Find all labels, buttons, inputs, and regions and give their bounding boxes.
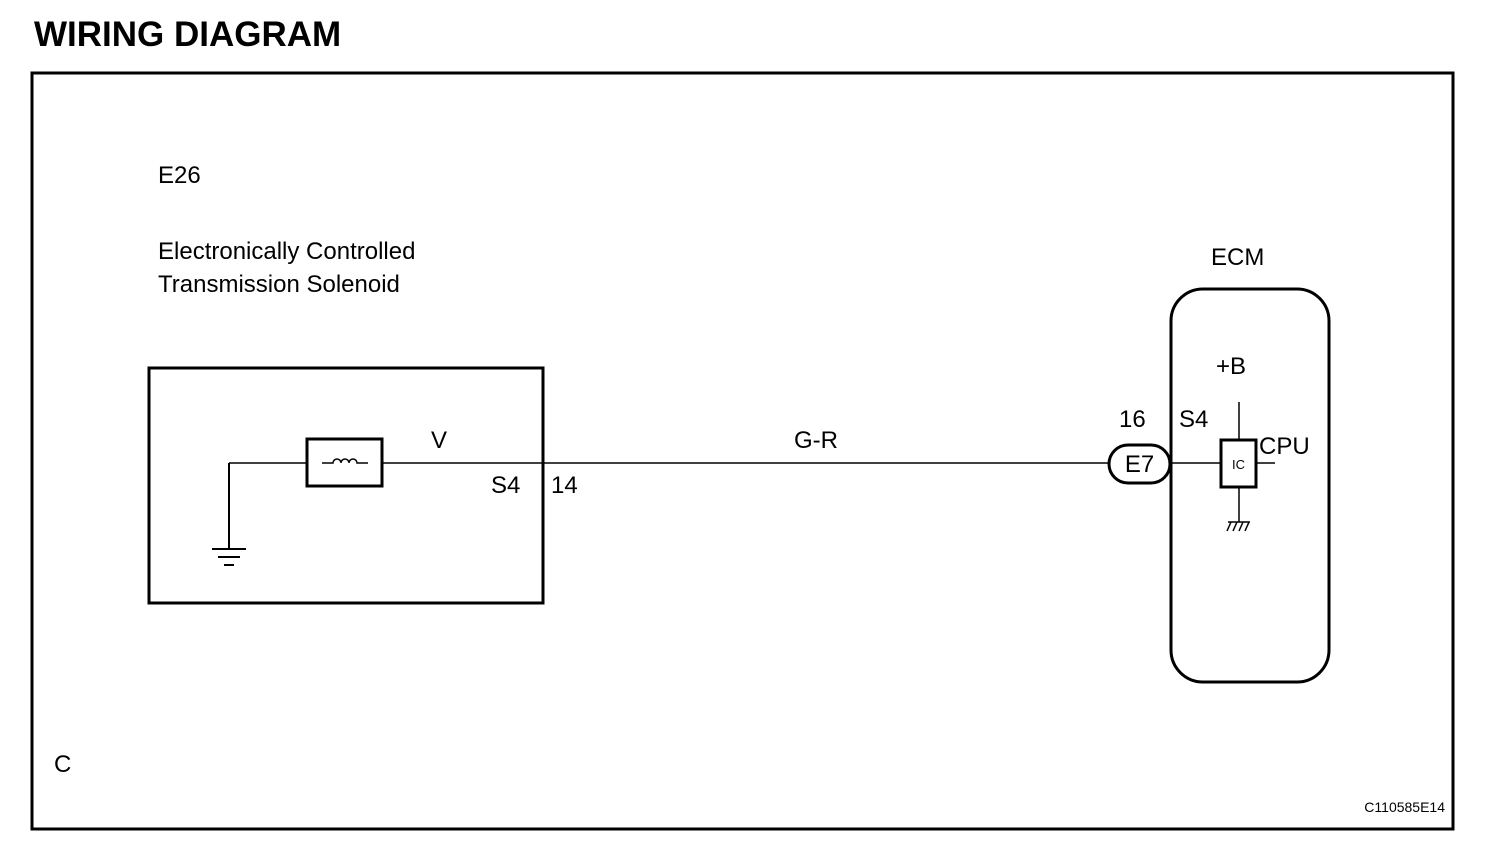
ic-label: IC xyxy=(1232,457,1245,472)
solenoid-coil-icon xyxy=(305,437,384,488)
ecm-box xyxy=(1169,287,1331,684)
solenoid-terminal-number: 14 xyxy=(551,472,578,499)
solenoid-name-line1: Electronically Controlled xyxy=(158,238,415,265)
figure-code: C110585E14 xyxy=(1364,799,1445,815)
wire-color-internal: V xyxy=(431,427,447,454)
cpu-label: CPU xyxy=(1259,433,1310,460)
ecm-label: ECM xyxy=(1211,244,1264,271)
harness-wire-color: G-R xyxy=(794,427,838,454)
ground-icon xyxy=(212,463,246,566)
ecm-connector-id: E7 xyxy=(1125,451,1154,478)
chassis-ground-icon xyxy=(1226,521,1250,532)
section-letter: C xyxy=(54,751,71,778)
diagram-frame xyxy=(30,71,1455,831)
ecm-terminal-number: 16 xyxy=(1119,406,1146,433)
power-label: +B xyxy=(1216,353,1246,380)
ic-chip-icon: IC xyxy=(1219,438,1258,489)
solenoid-connector-id: E26 xyxy=(158,162,201,189)
diagram-title: WIRING DIAGRAM xyxy=(34,15,341,54)
solenoid-box xyxy=(147,366,545,605)
ecm-terminal-name: S4 xyxy=(1179,406,1208,433)
solenoid-name-line2: Transmission Solenoid xyxy=(158,271,400,298)
solenoid-terminal-name: S4 xyxy=(491,472,520,499)
